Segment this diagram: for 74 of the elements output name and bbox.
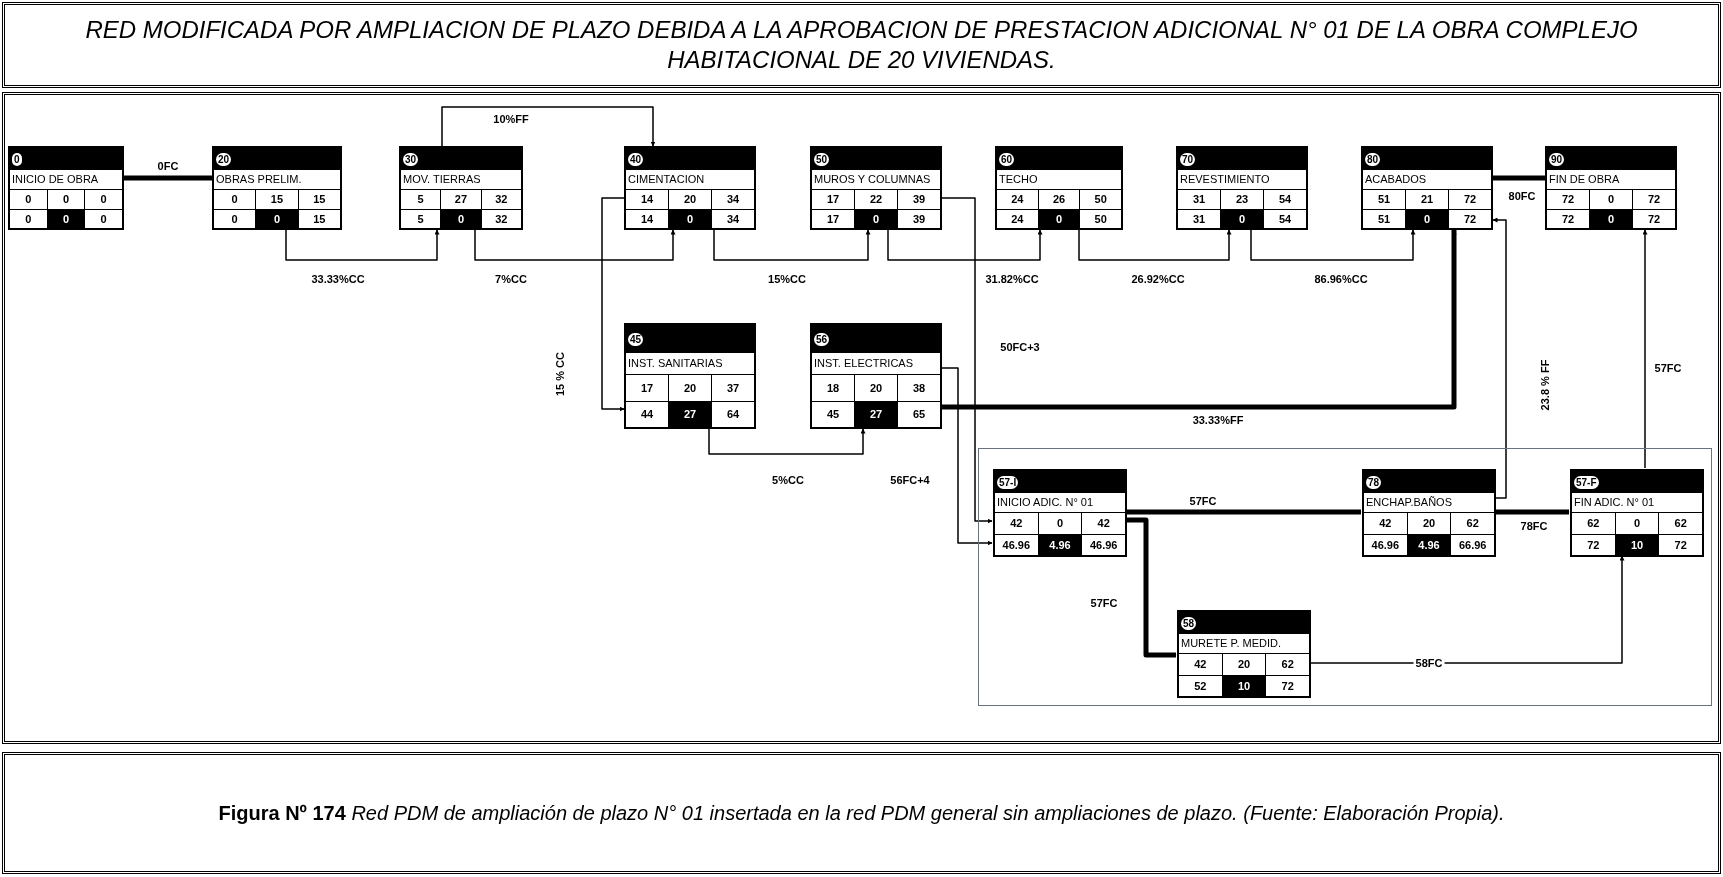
activity-box bbox=[624, 323, 756, 429]
activity-box bbox=[212, 146, 342, 230]
edge-label: 57FC bbox=[1088, 596, 1120, 610]
arrow bbox=[1126, 517, 1177, 658]
activity-number: 20 bbox=[216, 152, 232, 166]
arrow bbox=[1642, 229, 1648, 469]
edge-label: 58FC bbox=[1413, 656, 1445, 670]
activity-number: 57-I bbox=[997, 475, 1019, 489]
value-cell: 27 bbox=[855, 401, 898, 427]
activity-number: 30 bbox=[403, 152, 419, 166]
activity-number: 56 bbox=[814, 332, 830, 346]
arrow bbox=[942, 229, 1457, 410]
edge-label: 23.8 % FF bbox=[1538, 357, 1552, 413]
edge-label: 80FC bbox=[1506, 189, 1538, 203]
edge-label: 78FC bbox=[1518, 519, 1550, 533]
activity-box bbox=[1361, 146, 1493, 230]
activity-number: 80 bbox=[1365, 152, 1381, 166]
activity-box bbox=[810, 323, 942, 429]
edge-label: 10%FF bbox=[491, 112, 531, 126]
arrow bbox=[941, 197, 993, 524]
edge-label: 50FC+3 bbox=[998, 340, 1042, 354]
activity-number: 60 bbox=[999, 152, 1015, 166]
activity-number: 58 bbox=[1181, 616, 1197, 630]
activity-number: 57-F bbox=[1574, 475, 1599, 489]
edge-label: 86.96%CC bbox=[1312, 272, 1370, 286]
edge-label: 0FC bbox=[155, 159, 181, 173]
activity-box bbox=[399, 146, 523, 230]
edge-label: 5%CC bbox=[770, 473, 806, 487]
edge-label: 7%CC bbox=[493, 272, 529, 286]
arrow bbox=[1495, 509, 1570, 515]
activity-number: 90 bbox=[1549, 152, 1565, 166]
edge-label: 15 % CC bbox=[553, 350, 567, 398]
activity-box bbox=[810, 146, 942, 230]
title: RED MODIFICADA POR AMPLIACION DE PLAZO DEBIDA A LA APROBACION DE PRESTACION ADICIONAL N° 01 DE LA OBRA COMPLEJO HABITACIONAL DE 20 VIVIENDAS. bbox=[84, 15, 1639, 75]
edge-label: 56FC+4 bbox=[888, 473, 932, 487]
value-cell: 27 bbox=[669, 401, 712, 427]
edge-label: 33.33%CC bbox=[309, 272, 367, 286]
caption: Figura Nº 174 Red PDM de ampliación de plazo N° 01 insertada en la red PDM general sin ampliaciones de plazo. (Fuente: Elaboración Propia). bbox=[218, 801, 1505, 826]
arrow bbox=[1078, 229, 1232, 261]
arrow bbox=[1250, 229, 1416, 261]
arrow bbox=[1492, 217, 1507, 499]
group-frame bbox=[978, 448, 1712, 706]
activity-box bbox=[995, 146, 1123, 230]
edge-label: 57FC bbox=[1187, 494, 1219, 508]
activity-number: 50 bbox=[814, 152, 830, 166]
arrow bbox=[708, 428, 866, 455]
activity-box bbox=[1570, 469, 1704, 557]
activity-number: 0 bbox=[12, 152, 22, 166]
activity-box bbox=[1176, 146, 1308, 230]
activity-number: 40 bbox=[628, 152, 644, 166]
arrow bbox=[941, 367, 993, 546]
arrow bbox=[441, 106, 656, 147]
edge-label: 31.82%CC bbox=[983, 272, 1041, 286]
activity-number: 45 bbox=[628, 332, 644, 346]
arrow bbox=[285, 229, 440, 261]
edge-label: 57FC bbox=[1652, 361, 1684, 375]
activity-box bbox=[1177, 610, 1311, 698]
activity-number: 70 bbox=[1180, 152, 1196, 166]
activity-box bbox=[993, 469, 1127, 557]
activity-box bbox=[1362, 469, 1496, 557]
arrow bbox=[887, 229, 1043, 261]
activity-number: 78 bbox=[1366, 475, 1382, 489]
edge-label: 15%CC bbox=[766, 272, 808, 286]
arrow bbox=[601, 197, 625, 412]
activity-box bbox=[8, 146, 124, 230]
edge-label: 33.33%FF bbox=[1190, 413, 1246, 427]
activity-box bbox=[1545, 146, 1677, 230]
arrow bbox=[474, 229, 676, 261]
arrow bbox=[1493, 175, 1546, 181]
arrow bbox=[1126, 509, 1362, 515]
activity-box bbox=[624, 146, 756, 230]
edge-label: 26.92%CC bbox=[1129, 272, 1187, 286]
arrow bbox=[713, 229, 871, 261]
arrow bbox=[124, 175, 213, 181]
